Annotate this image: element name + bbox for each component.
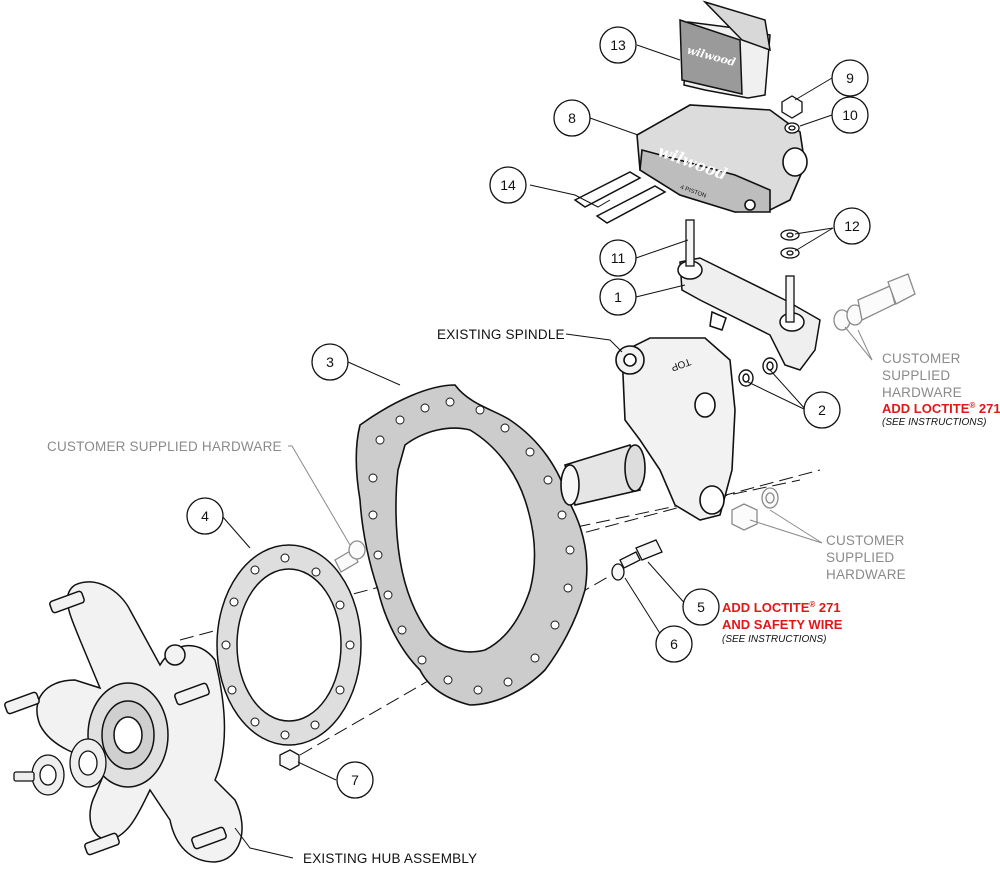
customer-hw-right2-line3: HARDWARE: [826, 567, 906, 582]
customer-nut-bottom: [731, 487, 779, 531]
hub-small-parts: [13, 738, 107, 796]
brake-rotor: [355, 384, 588, 706]
customer-hw-right2-line1: CUSTOMER: [826, 533, 905, 548]
customer-bolt-top: [833, 273, 916, 331]
bracket-bolts: [685, 219, 795, 323]
callout-14: 14: [500, 177, 516, 193]
callout-5: 5: [697, 599, 705, 615]
leader-lines: [221, 44, 834, 859]
loctite-caliper-label: ADD LOCTITE® 271: [882, 401, 1000, 416]
loctite-rotor-note: (SEE INSTRUCTIONS): [722, 634, 826, 645]
callout-8: 8: [568, 110, 576, 126]
customer-hw-right1-line1: CUSTOMER: [882, 351, 961, 366]
callout-12: 12: [844, 218, 860, 234]
callout-7: 7: [351, 772, 359, 788]
customer-bolt-left: [334, 540, 366, 573]
callout-circles: [186, 26, 871, 799]
customer-supplied-hardware-top-label: CUSTOMER SUPPLIED HARDWARE: [47, 439, 282, 454]
callout-2: 2: [818, 402, 826, 418]
callout-13: 13: [610, 37, 626, 53]
callout-3: 3: [326, 354, 334, 370]
pad-clips: [573, 171, 667, 224]
hub-assembly: [4, 581, 243, 863]
loctite-caliper-note: (SEE INSTRUCTIONS): [882, 417, 986, 428]
existing-spindle: [560, 337, 736, 521]
callout-1: 1: [614, 289, 622, 305]
callout-9: 9: [846, 70, 854, 86]
brake-pad: [679, 0, 771, 99]
callout-6: 6: [670, 636, 678, 652]
callout-4: 4: [201, 508, 209, 524]
rotor-hardware: [279, 539, 663, 771]
existing-hub-assembly-label: EXISTING HUB ASSEMBLY: [303, 851, 477, 866]
loctite-rotor-label-line1: ADD LOCTITE® 271: [722, 600, 841, 615]
brake-caliper: [636, 104, 808, 213]
callout-numbers: 1 2 3 4 5 6 7 8 9 10 11 12 13 14: [201, 37, 860, 788]
callout-10: 10: [842, 107, 858, 123]
rotor-adapter: [216, 544, 362, 746]
customer-hw-right1-line3: HARDWARE: [882, 385, 962, 400]
loctite-rotor-label-line2: AND SAFETY WIRE: [722, 617, 843, 632]
washers-item-2: [738, 357, 778, 387]
caliper-hardware: [780, 95, 803, 259]
customer-hw-right1-line2: SUPPLIED: [882, 368, 950, 383]
gray-leader-lines: [288, 326, 873, 546]
callout-11: 11: [611, 250, 626, 266]
caliper-bracket: [677, 257, 821, 371]
customer-hw-right2-line2: SUPPLIED: [826, 550, 894, 565]
existing-spindle-label: EXISTING SPINDLE: [437, 327, 565, 342]
